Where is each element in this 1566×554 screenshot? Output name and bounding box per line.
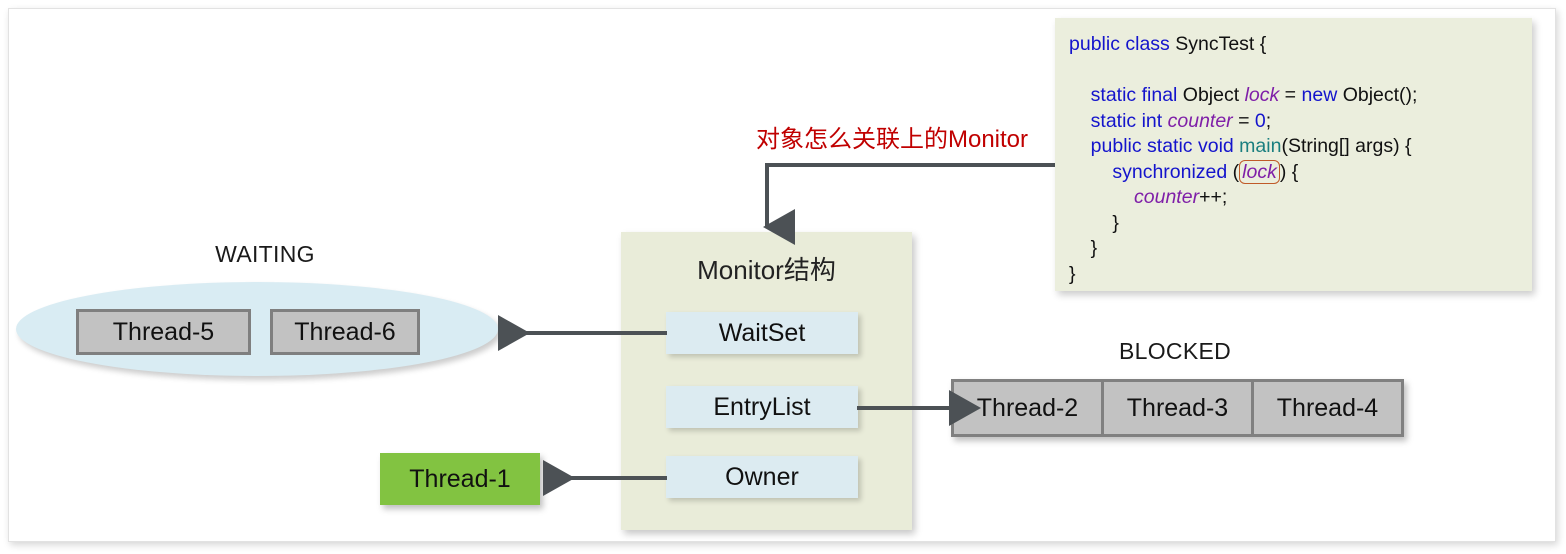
code-line-1: public class SyncTest {: [1069, 33, 1267, 55]
blocked-state-label: BLOCKED: [1118, 338, 1232, 364]
monitor-field-entrylist[interactable]: EntryList: [666, 386, 858, 428]
code-line-9: }: [1069, 237, 1098, 259]
monitor-field-owner[interactable]: Owner: [666, 456, 858, 498]
code-line-2: [1069, 58, 1532, 84]
thread-box-thread-6[interactable]: Thread-6: [270, 309, 420, 355]
code-line-4: static int counter = 0;: [1090, 109, 1272, 132]
java-code-snippet: public class SyncTest { static final Obj…: [1055, 18, 1532, 291]
thread-box-thread-1[interactable]: Thread-1: [380, 453, 540, 505]
code-line-10: }: [1069, 262, 1076, 285]
thread-box-thread-3[interactable]: Thread-3: [1101, 379, 1254, 437]
code-line-6: synchronized (lock) {: [1112, 159, 1299, 184]
thread-box-thread-5[interactable]: Thread-5: [76, 309, 251, 355]
code-line-7: counter++;: [1134, 186, 1228, 208]
thread-box-thread-2[interactable]: Thread-2: [951, 379, 1104, 437]
code-line-8: }: [1069, 211, 1119, 234]
monitor-title: Monitor结构: [697, 255, 836, 285]
annotation-object-monitor-relation: 对象怎么关联上的Monitor: [756, 126, 1029, 153]
thread-box-thread-4[interactable]: Thread-4: [1251, 379, 1404, 437]
monitor-structure-box: Monitor结构 WaitSet EntryList Owner: [621, 232, 912, 530]
blocked-queue: Thread-2 Thread-3 Thread-4: [951, 379, 1404, 437]
waiting-state-label: WAITING: [215, 241, 315, 267]
lock-identifier-highlight: lock: [1239, 159, 1280, 184]
code-line-5: public static void main(String[] args) {: [1090, 135, 1412, 157]
monitor-field-waitset[interactable]: WaitSet: [666, 312, 858, 354]
code-line-3: static final Object lock = new Object();: [1090, 84, 1418, 106]
